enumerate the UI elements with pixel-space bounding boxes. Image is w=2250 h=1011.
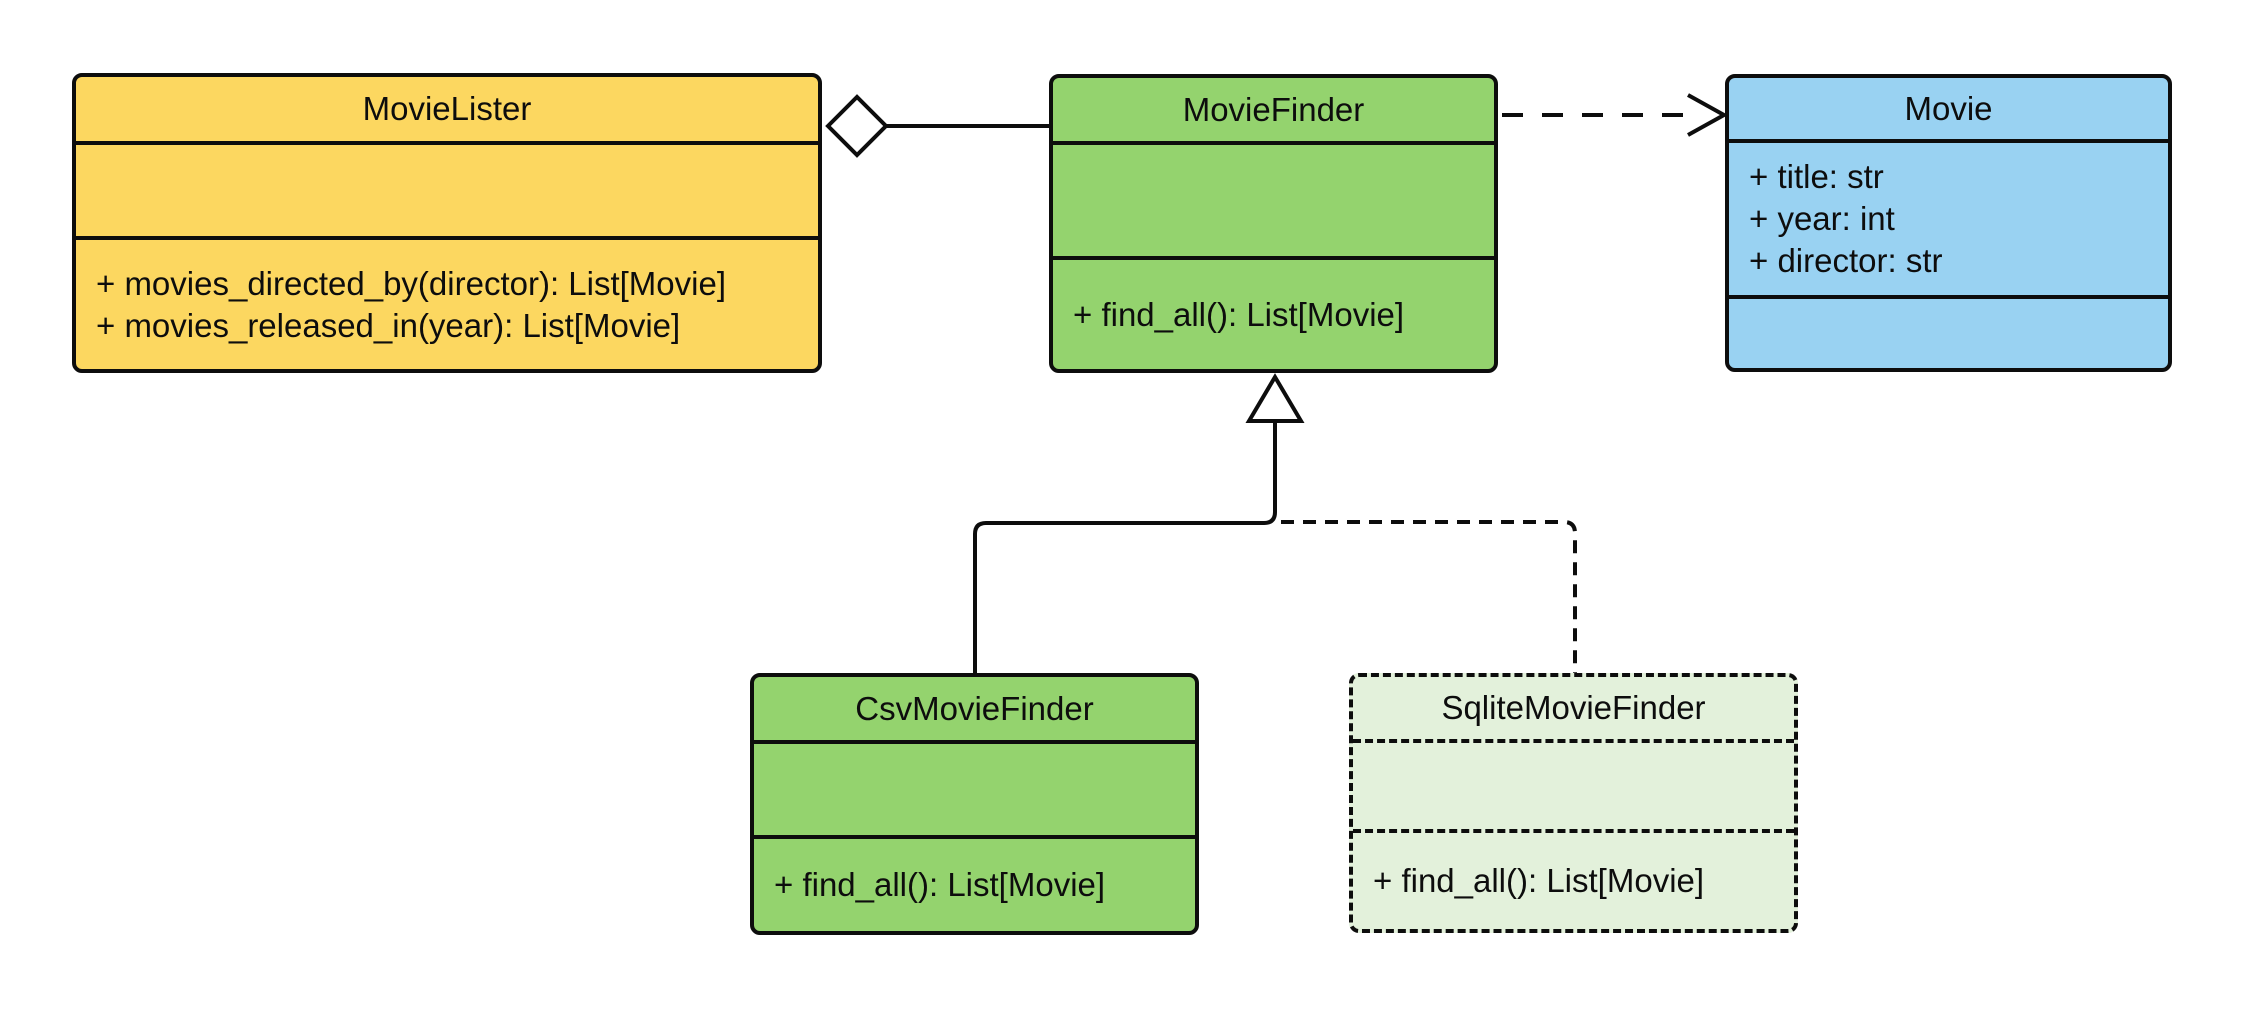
class-csvmoviefinder: CsvMovieFinder + find_all(): List[Movie] [750, 673, 1199, 935]
class-sqlitemoviefinder-methods: + find_all(): List[Movie] [1353, 833, 1794, 929]
aggregation-diamond [825, 94, 889, 158]
attribute-item: + director: str [1749, 242, 1943, 279]
class-movie-attributes: + title: str + year: int + director: str [1729, 143, 2168, 299]
generalization-connector-csvmoviefinder-moviefinder [973, 373, 1305, 677]
generalization-connector-sqlitemoviefinder-moviefinder [1281, 520, 1577, 677]
method-item: + movies_directed_by(director): List[Mov… [96, 264, 726, 302]
class-moviefinder-title: MovieFinder [1053, 78, 1494, 145]
class-movielister: MovieLister + movies_directed_by(directo… [72, 73, 822, 373]
dependency-connector-moviefinder-movie [1502, 93, 1729, 137]
aggregation-connector-movielister-moviefinder [825, 94, 1056, 158]
class-csvmoviefinder-attributes [754, 744, 1195, 839]
class-csvmoviefinder-methods: + find_all(): List[Movie] [754, 839, 1195, 931]
attribute-item: + year: int [1749, 200, 1895, 237]
class-moviefinder-methods: + find_all(): List[Movie] [1053, 260, 1494, 369]
generalization-hollow-triangle [1245, 373, 1305, 423]
class-moviefinder: MovieFinder + find_all(): List[Movie] [1049, 74, 1498, 373]
method-item: + movies_released_in(year): List[Movie] [96, 306, 681, 344]
attribute-item: + title: str [1749, 158, 1884, 195]
class-movielister-attributes [76, 145, 818, 240]
class-sqlitemoviefinder-attributes [1353, 743, 1794, 833]
class-movie-title: Movie [1729, 78, 2168, 143]
class-sqlitemoviefinder: SqliteMovieFinder + find_all(): List[Mov… [1349, 673, 1798, 933]
class-moviefinder-attributes [1053, 145, 1494, 260]
class-movielister-title: MovieLister [76, 77, 818, 145]
class-csvmoviefinder-title: CsvMovieFinder [754, 677, 1195, 744]
class-movie: Movie + title: str + year: int + directo… [1725, 74, 2172, 372]
class-movie-methods [1729, 299, 2168, 368]
method-item: + find_all(): List[Movie] [1073, 295, 1405, 333]
class-sqlitemoviefinder-title: SqliteMovieFinder [1353, 677, 1794, 743]
method-item: + find_all(): List[Movie] [774, 866, 1106, 903]
method-item: + find_all(): List[Movie] [1373, 862, 1705, 899]
class-movielister-methods: + movies_directed_by(director): List[Mov… [76, 240, 818, 369]
dependency-open-arrowhead [1687, 93, 1729, 137]
